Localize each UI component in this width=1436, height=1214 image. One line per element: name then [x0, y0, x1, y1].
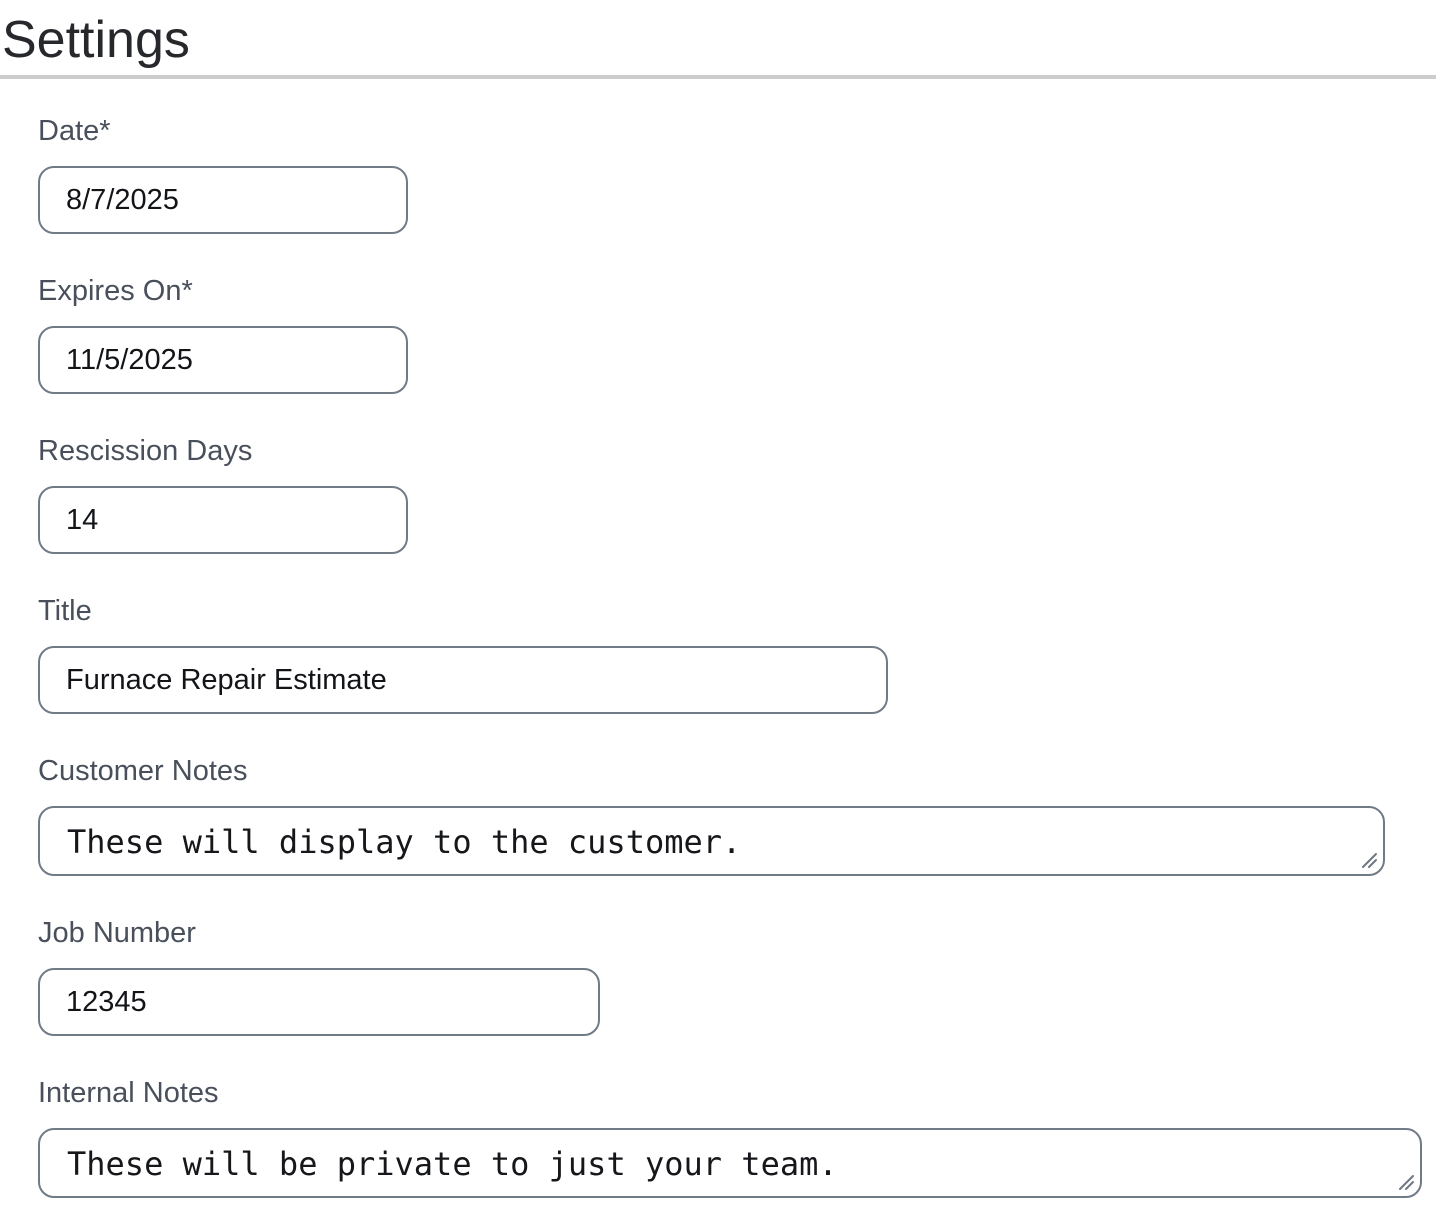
- rescission-days-input[interactable]: [38, 486, 408, 554]
- expires-on-label: Expires On*: [38, 275, 193, 307]
- rescission-days-field-group: Rescission Days: [38, 435, 1398, 554]
- customer-notes-label: Customer Notes: [38, 755, 248, 787]
- date-input[interactable]: [38, 166, 408, 234]
- rescission-days-label: Rescission Days: [38, 435, 253, 467]
- job-number-input[interactable]: [38, 968, 600, 1036]
- internal-notes-field-group: Internal Notes These will be private to …: [38, 1077, 1422, 1198]
- page-header: Settings: [0, 8, 1436, 79]
- date-field-group: Date*: [38, 115, 1398, 234]
- resize-handle-icon[interactable]: [1359, 850, 1379, 870]
- customer-notes-textarea[interactable]: These will display to the customer.: [38, 806, 1385, 876]
- settings-form: Date* Expires On* Rescission Days Title …: [0, 79, 1436, 1206]
- expires-on-input[interactable]: [38, 326, 408, 394]
- customer-notes-field-group: Customer Notes These will display to the…: [38, 755, 1398, 876]
- internal-notes-label: Internal Notes: [38, 1077, 219, 1109]
- resize-handle-icon[interactable]: [1396, 1172, 1416, 1192]
- internal-notes-textarea[interactable]: These will be private to just your team.: [38, 1128, 1422, 1198]
- expires-on-field-group: Expires On*: [38, 275, 1398, 394]
- title-input[interactable]: [38, 646, 888, 714]
- job-number-label: Job Number: [38, 917, 196, 949]
- header-divider: [0, 75, 1436, 79]
- title-field-group: Title: [38, 595, 1398, 714]
- title-label: Title: [38, 595, 92, 627]
- customer-notes-textarea-wrap: These will display to the customer.: [38, 806, 1385, 876]
- page-title: Settings: [2, 11, 190, 69]
- job-number-field-group: Job Number: [38, 917, 1398, 1036]
- date-label: Date*: [38, 115, 111, 147]
- internal-notes-textarea-wrap: These will be private to just your team.: [38, 1128, 1422, 1198]
